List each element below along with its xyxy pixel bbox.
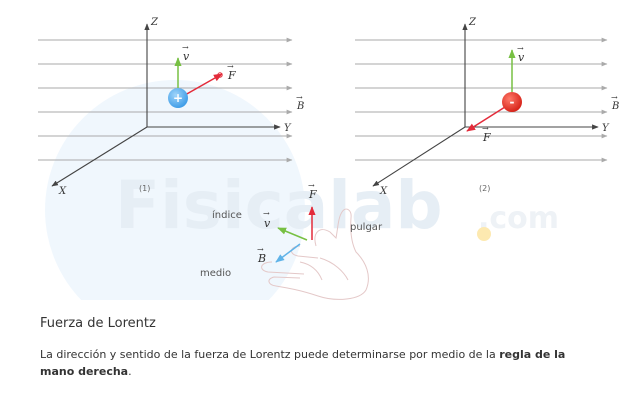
panel-1-force-arrow-icon: → bbox=[227, 62, 234, 71]
panel-2-charge-sign: - bbox=[510, 95, 515, 109]
watermark-suffix: .com bbox=[478, 201, 559, 236]
hand-middle-label: medio bbox=[200, 268, 231, 279]
panel-2-x-label: X bbox=[379, 186, 388, 197]
hand-index-label: índice bbox=[212, 209, 242, 221]
panel-1-field-label: B bbox=[296, 101, 304, 112]
hand-force-label: F bbox=[308, 188, 317, 201]
panel-1-charge-sign: + bbox=[173, 91, 183, 105]
panel-2: Z Y X v → F → - B → (2) bbox=[355, 17, 619, 197]
panel-1-x-axis bbox=[51, 126, 148, 187]
panel-1-y-label: Y bbox=[284, 123, 292, 134]
panel-1-field-arrow-icon: → bbox=[296, 93, 303, 102]
watermark: Fisicalab .com bbox=[45, 80, 559, 300]
panel-2-field-lines bbox=[355, 37, 608, 163]
panel-2-velocity-arrow-icon: → bbox=[517, 44, 524, 53]
panel-2-z-label: Z bbox=[468, 17, 477, 28]
watermark-circle bbox=[45, 80, 305, 300]
hand-thumb-label: pulgar bbox=[350, 222, 383, 233]
hand-field-arrow-icon: → bbox=[257, 245, 264, 254]
watermark-dot bbox=[477, 227, 491, 241]
hand-velocity-vector bbox=[277, 227, 308, 241]
panel-1-z-label: Z bbox=[150, 17, 159, 28]
panel-1: Z Y X v → F → + B → (1) bbox=[38, 17, 304, 197]
panel-1-force-vector bbox=[184, 73, 223, 96]
caption-text: La dirección y sentido de la fuerza de L… bbox=[40, 346, 600, 380]
panel-1-force-label: F bbox=[227, 69, 236, 82]
caption-text-end: . bbox=[128, 365, 132, 378]
panel-1-velocity-arrow-icon: → bbox=[182, 43, 189, 52]
caption-title: Fuerza de Lorentz bbox=[40, 316, 156, 331]
hand-field-label: B bbox=[257, 252, 266, 265]
panel-1-axes bbox=[51, 23, 281, 187]
panel-2-field-label: B bbox=[611, 101, 619, 112]
panel-1-positive-charge bbox=[168, 88, 188, 108]
panel-1-field-lines bbox=[38, 37, 293, 163]
panel-2-negative-charge bbox=[502, 92, 522, 112]
panel-2-force-arrow-icon: → bbox=[482, 124, 489, 133]
panel-2-x-axis bbox=[372, 126, 466, 187]
panel-1-velocity-label: v bbox=[183, 50, 190, 63]
panel-1-x-label: X bbox=[58, 186, 67, 197]
panel-2-force-label: F bbox=[482, 131, 491, 144]
panel-2-label: (2) bbox=[479, 184, 490, 193]
right-hand-rule: F → v → B → índice pulgar medio bbox=[200, 181, 383, 300]
hand-force-arrow-icon: → bbox=[308, 181, 315, 190]
panel-2-axes bbox=[372, 23, 599, 187]
lorentz-force-diagram: Fisicalab .com Z Y X v → F → + B → bbox=[38, 17, 619, 300]
hand-velocity-label: v bbox=[264, 217, 271, 230]
hand-field-vector bbox=[275, 243, 301, 263]
caption-text-bold: regla de la mano derecha bbox=[40, 348, 566, 378]
caption-text-start: La dirección y sentido de la fuerza de L… bbox=[40, 348, 500, 361]
hand-velocity-arrow-icon: → bbox=[263, 209, 270, 218]
panel-1-force-tip bbox=[217, 72, 223, 78]
panel-1-label: (1) bbox=[139, 184, 150, 193]
panel-2-y-label: Y bbox=[602, 123, 610, 134]
panel-2-field-arrow-icon: → bbox=[611, 93, 618, 102]
panel-2-velocity-label: v bbox=[518, 51, 525, 64]
watermark-text: Fisicalab bbox=[115, 167, 443, 244]
panel-2-force-vector bbox=[466, 106, 506, 132]
